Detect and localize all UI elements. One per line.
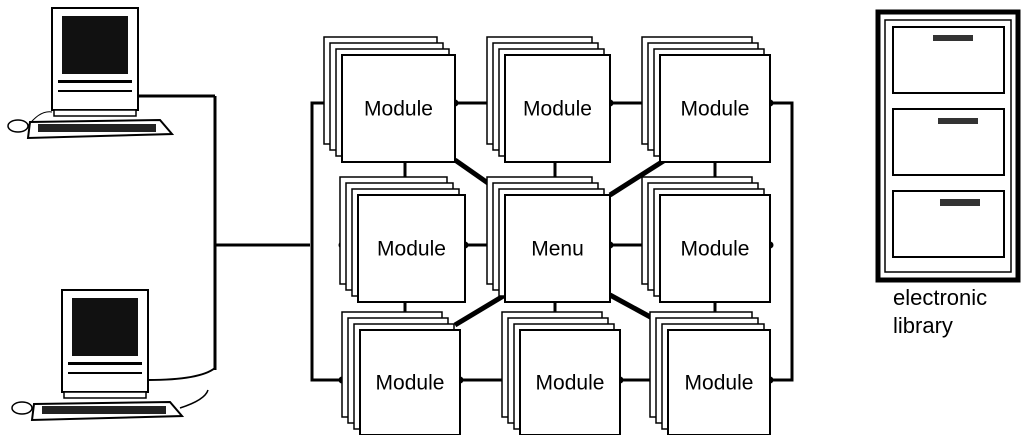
filing-cabinet-icon [875,9,1021,283]
module-label: Module [523,98,592,121]
computer-cables [213,96,310,370]
module-label: Module [681,238,750,261]
module-label: Module [364,98,433,121]
module-top-center: Module [486,36,611,163]
module-center: Menu [486,176,611,303]
module-label: Module [681,98,750,121]
module-bottom-right: Module [649,311,771,436]
module-bottom-left: Module [341,311,461,436]
library-label-line1: electronic [893,285,988,310]
module-label: Menu [531,238,584,261]
module-label: Module [377,238,446,261]
module-top-right: Module [641,36,771,163]
module-bottom-center: Module [501,311,621,436]
library-label-line2: library [893,313,953,338]
module-middle-left: Module [339,176,466,303]
module-label: Module [376,372,445,395]
module-top-left: Module [323,36,456,163]
computer-icon [11,289,216,422]
module-label: Module [685,372,754,395]
computer-icon [7,7,215,140]
module-middle-right: Module [641,176,771,303]
module-label: Module [536,372,605,395]
